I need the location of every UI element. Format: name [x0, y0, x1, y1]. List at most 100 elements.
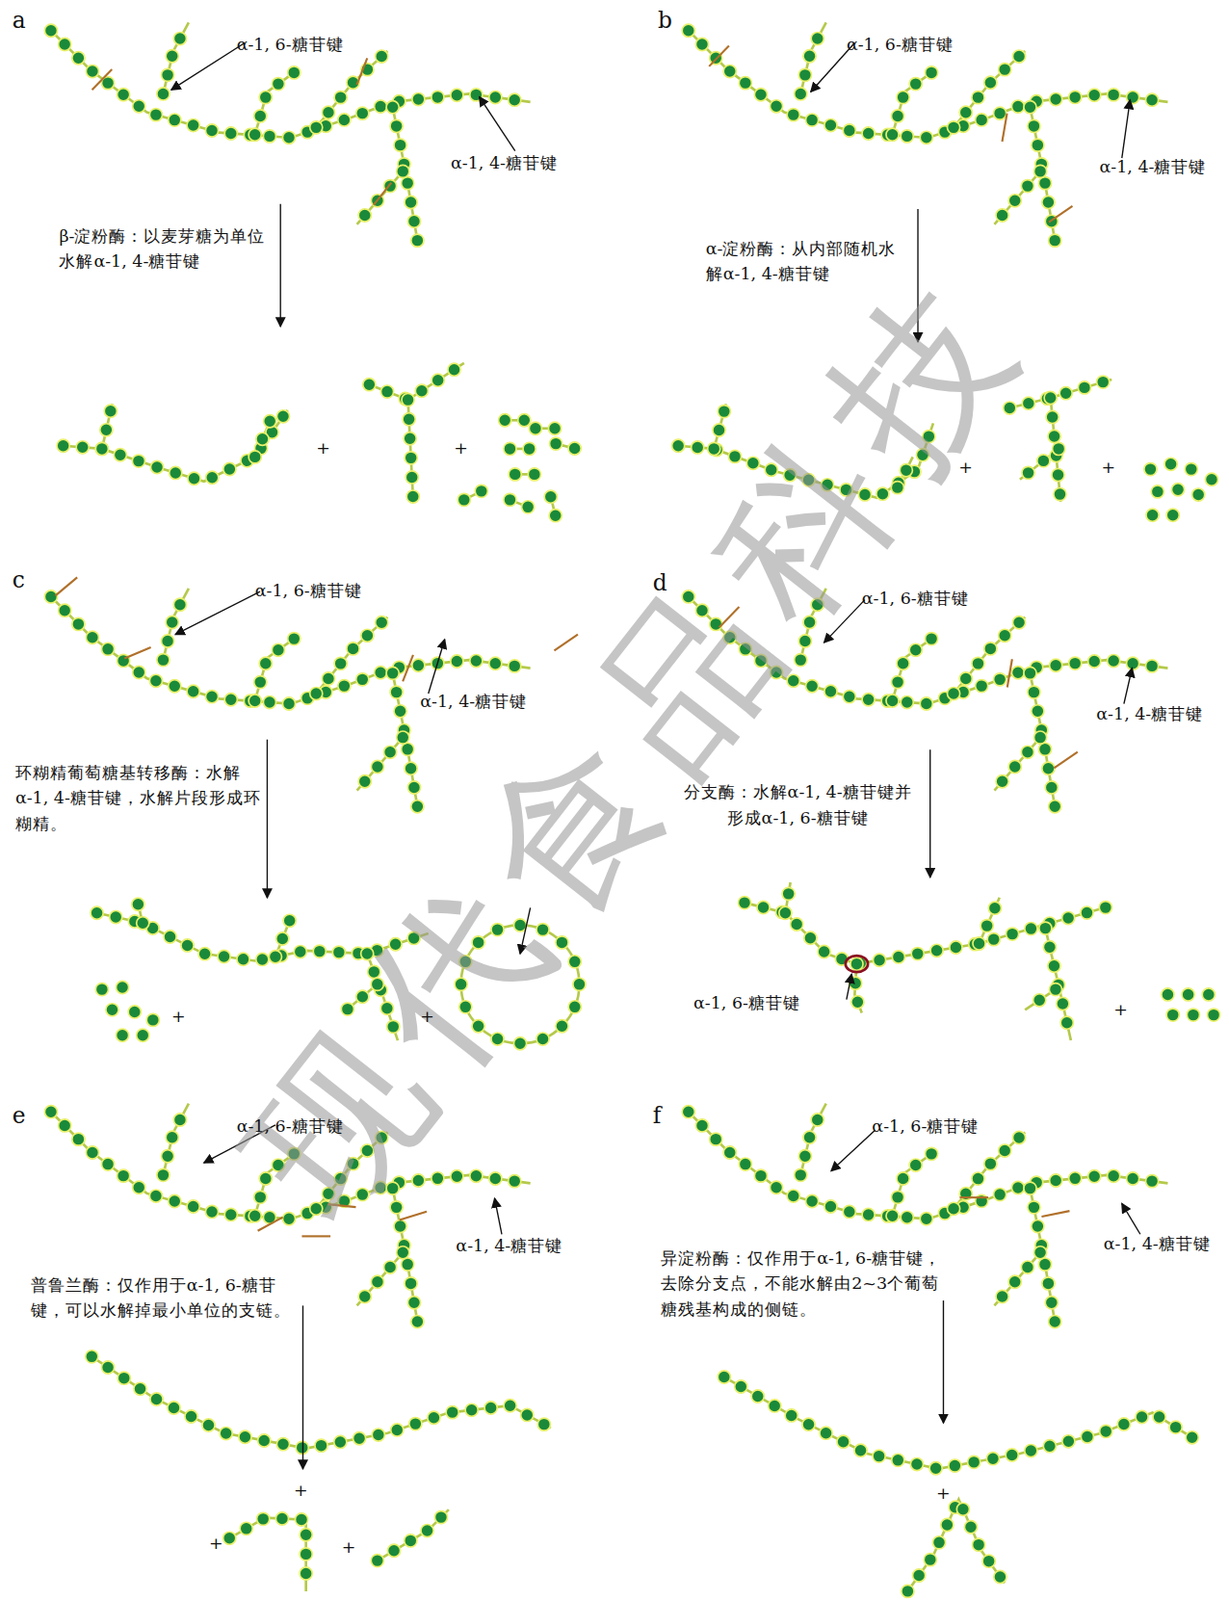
glycosidic-link	[724, 1377, 1194, 1469]
glycosidic-link	[800, 1103, 826, 1176]
bond-label: α-1, 6-糖苷键	[236, 1114, 344, 1140]
glucose-bead	[262, 696, 276, 709]
new-bond-mark	[845, 955, 868, 972]
glucose-bead	[169, 466, 183, 479]
plus-sign: +	[293, 1478, 309, 1504]
glucose-bead	[1166, 1008, 1179, 1021]
cleavage-mark	[1048, 206, 1073, 223]
glucose-bead	[806, 1194, 819, 1207]
glucose-bead	[1024, 922, 1038, 936]
glucose-bead	[790, 917, 804, 931]
glucose-bead	[998, 1144, 1012, 1157]
glucose-bead	[358, 1289, 371, 1303]
glucose-bead	[150, 1392, 163, 1406]
glucose-bead	[257, 1512, 270, 1525]
glucose-bead	[909, 78, 922, 91]
glucose-bead	[993, 1188, 1007, 1202]
glucose-bead	[850, 957, 863, 970]
glucose-bead	[568, 442, 581, 455]
glucose-bead	[85, 1146, 99, 1159]
glucose-bead	[401, 393, 415, 407]
glucose-bead	[909, 1158, 922, 1172]
glucose-bead	[248, 1209, 262, 1223]
glucose-bead	[56, 439, 70, 452]
glucose-bead	[113, 448, 127, 462]
glucose-bead	[396, 1246, 410, 1259]
bond-label: α-1, 4-糖苷键	[450, 151, 558, 177]
glucose-bead	[1034, 1246, 1047, 1259]
glucose-bead	[798, 68, 811, 81]
glucose-bead	[1069, 656, 1082, 670]
glucose-bead	[321, 672, 335, 685]
glucose-bead	[1008, 759, 1021, 773]
glucose-bead	[223, 1531, 236, 1544]
glucose-bead	[136, 916, 150, 930]
glucose-bead	[287, 66, 301, 79]
glycosidic-link	[993, 737, 1041, 791]
glucose-bead	[1020, 180, 1034, 193]
glucose-bead	[1043, 941, 1056, 954]
glycosidic-link	[315, 617, 388, 694]
enzyme-description: β-淀粉酶：以麦芽糖为单位水解α-1, 4-糖苷键	[58, 224, 279, 275]
glucose-bead	[1126, 1172, 1140, 1185]
glucose-bead	[824, 118, 837, 131]
glucose-bead	[104, 404, 117, 418]
glucose-bead	[131, 454, 145, 468]
glucose-bead	[754, 1169, 767, 1182]
glucose-bead	[1146, 508, 1159, 522]
glucose-bead	[1049, 1174, 1063, 1187]
glucose-bead	[988, 901, 1001, 915]
glucose-bead	[984, 76, 997, 89]
glucose-bead	[299, 1547, 313, 1561]
panel-letter: f	[653, 1098, 662, 1132]
glucose-bead	[1053, 488, 1067, 501]
glucose-bead	[993, 106, 1007, 120]
glucose-bead	[872, 1449, 886, 1463]
glucose-bead	[310, 686, 323, 700]
glucose-bead	[913, 1568, 926, 1582]
glucose-bead	[896, 91, 910, 105]
glucose-bead	[971, 1172, 985, 1185]
glucose-bead	[205, 124, 218, 137]
glucose-bead	[1098, 901, 1112, 915]
glucose-bead	[802, 1417, 815, 1431]
glucose-bead	[268, 950, 282, 964]
glucose-bead	[886, 694, 899, 707]
leader-arrow	[280, 204, 282, 327]
glucose-bead	[900, 1210, 914, 1224]
glucose-bead	[1060, 1016, 1073, 1029]
glucose-bead	[998, 63, 1012, 77]
glucose-bead	[1145, 659, 1158, 673]
glycosidic-link	[162, 22, 188, 94]
glucose-bead	[1161, 988, 1175, 1001]
glucose-bead	[361, 628, 374, 642]
glucose-bead	[457, 493, 471, 506]
glucose-bead	[987, 933, 1000, 946]
glucose-bead	[363, 378, 376, 392]
glucose-bead	[44, 24, 57, 37]
glucose-bead	[186, 684, 200, 698]
glucose-bead	[390, 119, 403, 132]
glucose-bead	[313, 944, 326, 958]
plus-sign: +	[171, 1004, 186, 1030]
glucose-bead	[1008, 1275, 1021, 1288]
glucose-bead	[132, 665, 146, 679]
glucose-bead	[415, 384, 428, 397]
enzyme-description: 分支酶：水解α-1, 4-糖苷键并形成α-1, 6-糖苷键	[679, 780, 916, 831]
glucose-bead	[1034, 164, 1047, 178]
glucose-bead	[891, 950, 905, 964]
glucose-bead	[901, 1584, 915, 1597]
glucose-bead	[836, 1435, 850, 1448]
glucose-bead	[498, 414, 512, 427]
glucose-bead	[1023, 666, 1037, 680]
glucose-bead	[723, 65, 736, 79]
glucose-bead	[173, 1113, 186, 1126]
glucose-bead	[117, 1371, 131, 1385]
panel-letter: a	[12, 2, 27, 37]
glucose-bead	[1062, 1435, 1075, 1448]
glucose-bead	[786, 108, 800, 122]
enzyme-description: 普鲁兰酶：仅作用于α-1, 6-糖苷键，可以水解掉最小单位的支链。	[30, 1273, 305, 1324]
glucose-bead	[695, 37, 708, 51]
glucose-bead	[544, 490, 557, 503]
glucose-bead	[156, 1168, 170, 1181]
